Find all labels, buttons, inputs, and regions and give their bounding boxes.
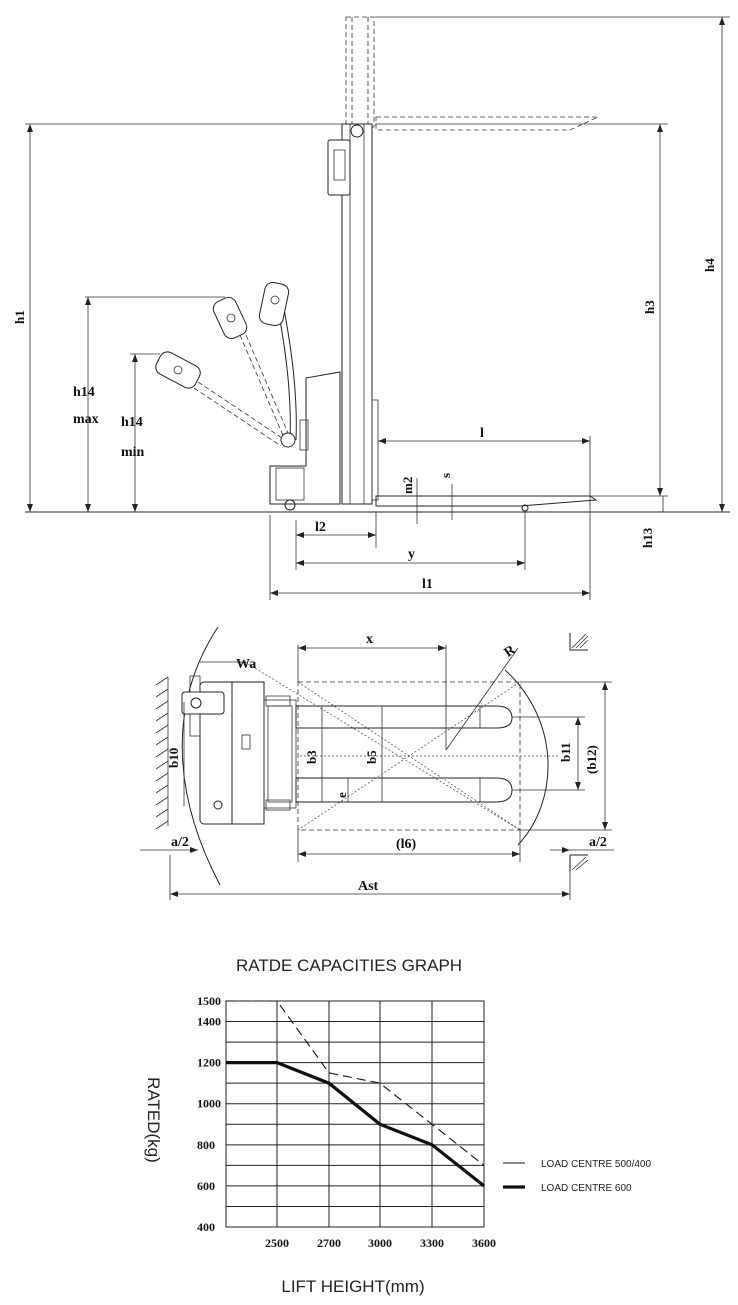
label-a2-right: a/2 — [589, 835, 607, 850]
chart-x-tick-label: 3300 — [420, 1236, 444, 1250]
tiller-positions — [155, 281, 297, 448]
chart-x-tick-label: 2700 — [317, 1236, 341, 1250]
chart-y-ticks: 1500 1400 1200 1000 800 600 400 — [197, 994, 221, 1234]
chart-x-tick-label: 3000 — [368, 1236, 392, 1250]
chart-legend-label: LOAD CENTRE 500/400 — [541, 1159, 651, 1170]
chart-y-tick-label: 800 — [197, 1138, 215, 1152]
chart-y-tick-label: 1400 — [197, 1015, 221, 1029]
chart-y-tick-label: 1200 — [197, 1056, 221, 1070]
chart-series-line-2 — [226, 1061, 485, 1188]
label-y: y — [408, 547, 415, 562]
label-h1: h1 — [12, 310, 27, 324]
chart-x-tick-label: 2500 — [265, 1236, 289, 1250]
chart-plot-frame — [225, 1000, 485, 1228]
label-b12: (b12) — [584, 745, 599, 774]
label-h3: h3 — [642, 300, 657, 314]
label-b11: b11 — [558, 742, 573, 762]
label-wa: Wa — [236, 657, 256, 672]
label-h14-min-a: h14 — [121, 415, 143, 430]
label-m2: m2 — [400, 477, 415, 494]
label-b5: b5 — [364, 750, 379, 764]
chart-y-tick-label: 400 — [197, 1220, 215, 1234]
label-r: R — [502, 642, 520, 661]
label-h14-max-b: max — [73, 412, 99, 427]
capacity-chart: RATDE CAPACITIES GRAPH 1500 1400 1200 1000 8… — [144, 956, 651, 1296]
wall-hatch-left — [155, 676, 169, 830]
label-l1: l1 — [422, 577, 433, 592]
chart-series-line-1 — [226, 1000, 485, 1166]
wall-corner-top-right — [569, 633, 589, 651]
chart-legend-label: LOAD CENTRE 600 — [541, 1183, 632, 1194]
chart-series — [226, 1000, 485, 1188]
wall-corner-bottom-right — [569, 854, 589, 872]
chart-y-tick-label: 600 — [197, 1179, 215, 1193]
label-b10: b10 — [166, 748, 181, 768]
label-h13: h13 — [640, 527, 655, 548]
label-l6: (l6) — [396, 837, 417, 852]
chart-x-axis-label: LIFT HEIGHT(mm) — [281, 1277, 424, 1296]
chart-x-tick-label: 3600 — [472, 1236, 496, 1250]
chart-y-tick-label: 1500 — [197, 994, 221, 1008]
label-x: x — [366, 632, 373, 647]
chart-y-axis-label: RATED(kg) — [144, 1077, 163, 1163]
side-view-drawing: h1 h14 max h14 min h3 h4 h13 l m2 s l2 y — [12, 16, 730, 600]
label-e: e — [334, 792, 349, 798]
chart-x-ticks: 2500 2700 3000 3300 3600 — [265, 1236, 496, 1250]
label-ast: Ast — [358, 879, 379, 894]
chart-y-tick-label: 1000 — [197, 1097, 221, 1111]
label-s: s — [438, 473, 453, 478]
label-h14-min-b: min — [121, 445, 145, 460]
chart-title: RATDE CAPACITIES GRAPH — [236, 956, 462, 975]
chart-grid — [225, 1000, 485, 1228]
label-b3: b3 — [304, 750, 319, 764]
top-view-drawing: x R Wa b3 b5 e b10 b11 (b12) (l6) a/2 a/… — [140, 626, 614, 900]
label-a2-left: a/2 — [171, 835, 189, 850]
label-l: l — [480, 426, 484, 441]
label-h14-max-a: h14 — [73, 385, 95, 400]
label-h4: h4 — [702, 258, 717, 272]
label-l2: l2 — [315, 520, 326, 535]
